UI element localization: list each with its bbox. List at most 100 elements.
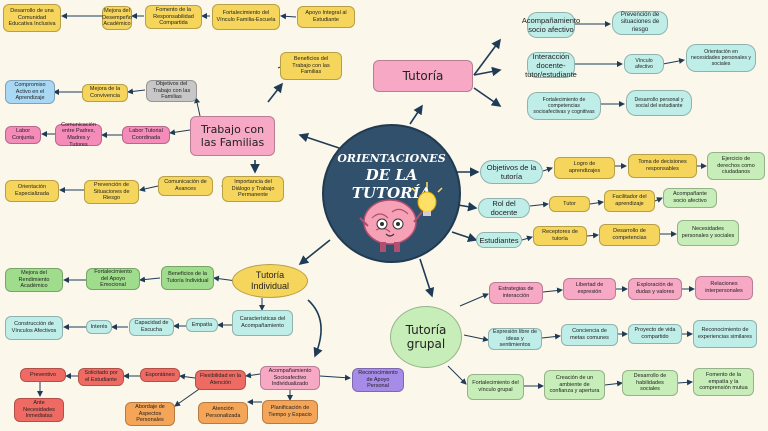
center-title-line1: ORIENTACIONES	[337, 152, 446, 165]
node-interaccion: Interacción docente-tutor/estudiante	[525, 52, 577, 79]
node-objetivos: Objetivos de la tutoría	[480, 160, 543, 184]
node-necesidades-inmediatas: Ante Necesidades Inmediatas	[14, 398, 64, 422]
node-ambiente-confianza-label: Creación de un ambiente de confianza y a…	[549, 375, 600, 395]
node-logro-aprendizajes-label: Logro de aprendizajes	[568, 161, 601, 174]
node-tutoria-individual-label: Tutoría Individual	[250, 270, 290, 291]
node-receptores-label: Receptores de tutoría	[542, 229, 578, 242]
central-topic: ORIENTACIONES DE LA TUTORÍA	[322, 124, 461, 263]
node-prevencion-situaciones: Prevención de Situaciones de Riesgo	[84, 180, 139, 204]
node-vinculos-afectivos-label: Construcción de Vínculos Afectivos	[11, 321, 57, 334]
node-tutoria-grupal-label: Tutoría grupal	[405, 322, 447, 351]
node-estrategias: Estrategias de interacción	[489, 282, 543, 304]
node-reconocimiento-apoyo-label: Reconocimiento de Apoyo Personal	[358, 370, 398, 390]
node-labor-tutorial-label: Labor Tutorial Coordinada	[129, 128, 163, 141]
node-libertad-expresion: Libertad de expresión	[563, 278, 616, 300]
node-ejercicio-derechos-label: Ejercicio de derechos como ciudadanos	[717, 156, 755, 176]
node-espontaneo: Espontáneo	[140, 368, 180, 382]
node-apoyo-integral: Apoyo Integral al Estudiante	[297, 6, 355, 28]
node-vinculos-afectivos: Construcción de Vínculos Afectivos	[5, 316, 63, 340]
node-fortalecimiento-competencias-label: Fortalecimiento de competencias socioafe…	[533, 96, 595, 116]
node-tutor: Tutor	[549, 196, 590, 212]
node-solicitado-label: Solicitado por el Estudiante	[84, 370, 118, 383]
node-acompanamiento-individualizado: Acompañamiento Socioafectivo Individuali…	[260, 366, 320, 390]
node-solicitado: Solicitado por el Estudiante	[78, 368, 124, 386]
node-acompanante-label: Acompañante socio afectivo	[673, 191, 707, 204]
node-reconocimiento-experiencias-label: Reconocimiento de experiencias similares	[697, 327, 753, 340]
node-conciencia-metas-label: Conciencia de metas comunes	[570, 328, 609, 341]
node-caracteristicas-label: Características del Acompañamiento	[239, 316, 286, 329]
node-beneficios-individual-label: Beneficios de la Tutoría Individual	[166, 271, 209, 284]
node-tutoria-grupal: Tutoría grupal	[390, 306, 462, 368]
node-tutor-label: Tutor	[563, 200, 576, 207]
node-desarrollo-competencias-label: Desarrollo de competencias	[612, 228, 647, 241]
node-tutoria: Tutoría	[373, 60, 473, 92]
node-vinculo-afectivo: Vínculo afectivo	[624, 54, 664, 74]
node-empatia: Empatía	[186, 318, 218, 332]
node-ambiente-confianza: Creación de un ambiente de confianza y a…	[544, 370, 605, 400]
node-empatia-mutua: Fomento de la empatía y la comprensión m…	[693, 368, 754, 396]
node-necesidades: Necesidades personales y sociales	[677, 220, 739, 246]
node-empatia-mutua-label: Fomento de la empatía y la comprensión m…	[699, 372, 748, 392]
node-compromiso-activo-label: Compromiso Activo en el Aprendizaje	[14, 82, 46, 102]
node-necesidades-label: Necesidades personales y sociales	[681, 226, 735, 239]
node-flexibilidad-atencion: Flexibilidad en la Atención	[195, 370, 246, 390]
node-receptores: Receptores de tutoría	[533, 226, 587, 246]
node-labor-conjunta-label: Labor Conjunta	[11, 128, 35, 141]
node-reconocimiento-experiencias: Reconocimiento de experiencias similares	[693, 320, 757, 348]
node-beneficios-individual: Beneficios de la Tutoría Individual	[161, 266, 214, 290]
node-necesidades-inmediatas-label: Ante Necesidades Inmediatas	[23, 400, 55, 420]
node-facilitador: Facilitador del aprendizaje	[604, 190, 655, 212]
node-labor-tutorial: Labor Tutorial Coordinada	[122, 126, 170, 144]
node-preventivo-label: Preventivo	[30, 371, 56, 378]
node-orientacion-necesidades: Orientación en necesidades personales y …	[686, 44, 756, 72]
node-vinculo-afectivo-label: Vínculo afectivo	[635, 57, 653, 70]
node-planificacion-label: Planificación de Tiempo y Espacio	[268, 405, 312, 418]
node-vinculo-familia-escuela-label: Fortalecimiento del Vínculo Familia-Escu…	[216, 10, 276, 23]
node-mejora-convivencia: Mejora de la Convivencia	[82, 84, 128, 102]
node-prevencion-riesgo: Prevención de situaciones de riesgo	[612, 11, 668, 35]
node-importancia-dialogo: Importancia del Diálogo y Trabajo Perman…	[222, 176, 284, 202]
node-orientacion-necesidades-label: Orientación en necesidades personales y …	[691, 48, 751, 68]
node-prevencion-situaciones-label: Prevención de Situaciones de Riesgo	[93, 182, 130, 202]
node-fortalecimiento-vinculo-label: Fortalecimiento del vínculo grupal	[472, 380, 519, 393]
node-reconocimiento-apoyo: Reconocimiento de Apoyo Personal	[352, 368, 404, 392]
node-apoyo-emocional: Fortalecimiento del Apoyo Emocional	[86, 268, 140, 290]
node-rol-docente: Rol del docente	[478, 198, 530, 218]
node-acompanamiento-individualizado-label: Acompañamiento Socioafectivo Individuali…	[268, 368, 312, 388]
node-interes-label: Interés	[90, 323, 108, 330]
node-acompanamiento: Acompañamiento socio afectivo	[522, 12, 580, 38]
node-fortalecimiento-vinculo: Fortalecimiento del vínculo grupal	[467, 374, 524, 400]
node-rendimiento-academico-label: Mejora del Rendimiento Académico	[18, 270, 50, 290]
node-exploracion-dudas: Exploración de dudas y valores	[628, 278, 682, 300]
node-estudiantes-label: Estudiantes	[479, 235, 519, 245]
node-rol-docente-label: Rol del docente	[490, 199, 518, 217]
node-compromiso-activo: Compromiso Activo en el Aprendizaje	[5, 80, 55, 104]
node-importancia-dialogo-label: Importancia del Diálogo y Trabajo Perman…	[231, 179, 275, 199]
node-expresion-libre: Expresión libre de ideas y sentimientos	[488, 328, 542, 350]
node-proyecto-vida: Proyecto de vida compartido	[628, 324, 682, 344]
node-tutoria-label: Tutoría	[402, 68, 444, 83]
node-espontaneo-label: Espontáneo	[145, 371, 175, 378]
node-relaciones-interpersonales: Relaciones interpersonales	[695, 276, 753, 300]
node-habilidades-sociales-label: Desarrollo de habilidades sociales	[633, 373, 667, 393]
node-aspectos-personales-label: Abordaje de Aspectos Personales	[135, 404, 165, 424]
node-flexibilidad-atencion-label: Flexibilidad en la Atención	[200, 373, 241, 386]
node-facilitador-label: Facilitador del aprendizaje	[612, 194, 647, 207]
node-rendimiento-academico: Mejora del Rendimiento Académico	[5, 268, 63, 292]
node-expresion-libre-label: Expresión libre de ideas y sentimientos	[492, 329, 538, 349]
node-comunicacion-padres-label: Comunicación entre Padres, Madres y Tuto…	[61, 121, 96, 148]
node-apoyo-integral-label: Apoyo Integral al Estudiante	[305, 10, 347, 23]
node-libertad-expresion-label: Libertad de expresión	[575, 282, 604, 295]
node-estudiantes: Estudiantes	[476, 232, 522, 248]
node-desempeno-academico-label: Mejora del Desempeño Académico	[102, 8, 132, 28]
node-estrategias-label: Estrategias de interacción	[498, 286, 534, 299]
node-orientacion-especializada: Orientación Especializada	[5, 180, 59, 202]
node-atencion-personalizada: Atención Personalizada	[198, 402, 248, 424]
node-beneficios-familias-label: Beneficios del Trabajo con las Familias	[292, 56, 330, 76]
node-planificacion: Planificación de Tiempo y Espacio	[262, 400, 318, 424]
node-comunicacion-avances: Comunicación de Avances	[158, 176, 213, 196]
node-capacidad-escucha-label: Capacidad de Escucha	[134, 320, 169, 333]
node-comunicacion-avances-label: Comunicación de Avances	[164, 179, 207, 192]
node-labor-conjunta: Labor Conjunta	[5, 126, 41, 144]
